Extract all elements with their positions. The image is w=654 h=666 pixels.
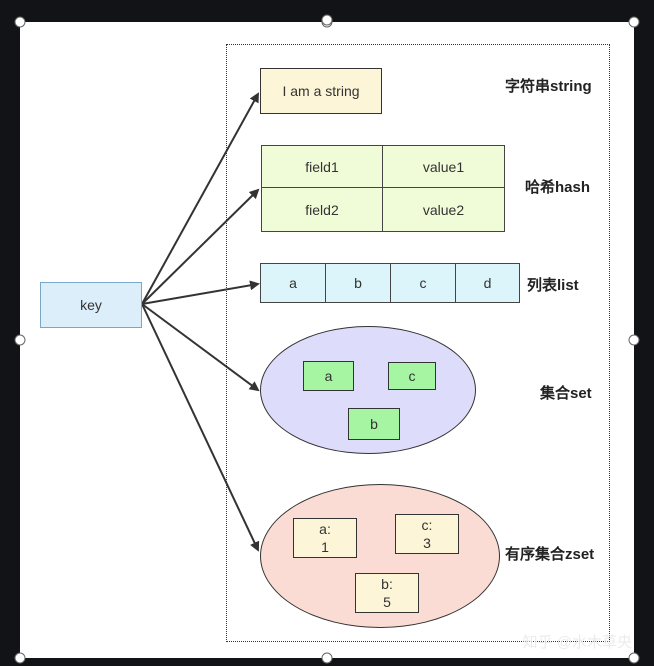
list-item-label: c xyxy=(419,275,427,291)
arrow-to-zset xyxy=(141,303,260,552)
zset-member-score: 3 xyxy=(423,535,431,551)
value-types-container xyxy=(226,44,610,642)
hash-field-label: field1 xyxy=(305,158,339,175)
hash-value-label: value1 xyxy=(422,158,465,175)
hash-field-cell: field2 xyxy=(261,187,383,232)
hash-value-cell: value2 xyxy=(382,187,505,232)
string-value: I am a string xyxy=(282,83,360,99)
list-item: c xyxy=(390,263,456,303)
type-label-set: 集合set xyxy=(540,385,592,402)
key-label: key xyxy=(80,297,102,313)
type-label-string: 字符串string xyxy=(505,78,592,95)
set-member: b xyxy=(348,408,400,440)
set-member-label: b xyxy=(370,416,378,432)
arrow-to-set xyxy=(141,303,260,392)
resize-handle-bottom-left[interactable] xyxy=(14,652,26,664)
resize-handle-right[interactable] xyxy=(628,334,640,346)
string-value-box: I am a string xyxy=(260,68,382,114)
zset-member-name: b: xyxy=(381,576,393,592)
zset-member-score: 5 xyxy=(383,594,391,610)
arrow-to-string xyxy=(141,92,259,305)
zset-member-name: c: xyxy=(421,517,433,533)
set-member: a xyxy=(303,361,354,391)
list-item-label: b xyxy=(354,275,362,291)
key-box: key xyxy=(40,282,142,328)
list-item: b xyxy=(325,263,391,303)
hash-value-label: value2 xyxy=(422,201,465,218)
resize-handle-bottom[interactable] xyxy=(321,652,333,664)
list-item: d xyxy=(455,263,520,303)
hash-field-label: field2 xyxy=(305,201,339,218)
zset-member-score: 1 xyxy=(321,539,329,555)
resize-handle-top-right[interactable] xyxy=(628,16,640,28)
set-member-label: c xyxy=(408,368,416,384)
set-member: c xyxy=(388,362,436,390)
rotate-handle[interactable] xyxy=(321,14,333,26)
resize-handle-top-left[interactable] xyxy=(14,16,26,28)
type-label-list: 列表list xyxy=(527,277,579,294)
hash-field-cell: field1 xyxy=(261,145,383,188)
watermark: 知乎 @水木草央 xyxy=(522,634,632,651)
resize-handle-left[interactable] xyxy=(14,334,26,346)
zset-member: c: 3 xyxy=(395,514,459,554)
list-item-label: a xyxy=(289,275,297,291)
arrow-to-list xyxy=(141,280,260,305)
resize-handle-bottom-right[interactable] xyxy=(628,652,640,664)
zset-member: a: 1 xyxy=(293,518,357,558)
zset-member: b: 5 xyxy=(355,573,419,613)
hash-value-cell: value1 xyxy=(382,145,505,188)
type-label-hash: 哈希hash xyxy=(525,179,591,196)
set-member-label: a xyxy=(324,368,333,384)
zset-member-name: a: xyxy=(319,521,331,537)
arrow-to-hash xyxy=(141,188,260,305)
type-label-zset: 有序集合zset xyxy=(505,546,595,563)
list-item-label: d xyxy=(483,275,492,291)
list-item: a xyxy=(260,263,326,303)
